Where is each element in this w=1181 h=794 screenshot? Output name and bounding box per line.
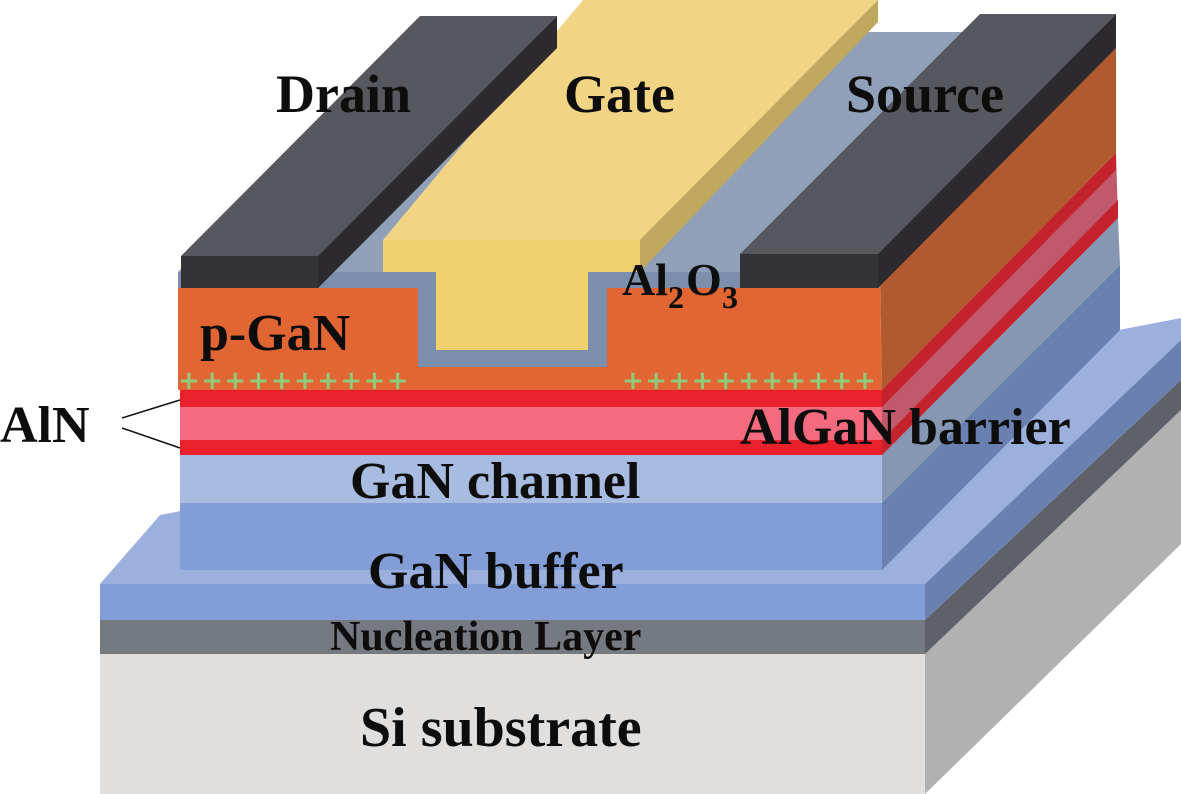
label-al2o3: Al 2 O 3: [622, 254, 738, 315]
substrate-side: [925, 410, 1181, 794]
positive-charge-marker: +: [692, 366, 714, 396]
gate-front: [383, 240, 640, 350]
drain-side: [318, 16, 557, 288]
channel-side: [882, 218, 1120, 503]
positive-charge-marker: +: [668, 366, 690, 396]
substrate-front: [100, 654, 925, 794]
positive-charge-marker: +: [854, 366, 876, 396]
positive-charge-marker: +: [224, 366, 246, 396]
label-al2o3-al: Al: [622, 254, 668, 305]
label-gate: Gate: [564, 64, 675, 124]
label-drain: Drain: [276, 64, 411, 124]
algan-front: [180, 407, 882, 440]
nucleation-side: [925, 380, 1181, 654]
buffer-mesa-side: [882, 265, 1120, 570]
source-side: [878, 14, 1116, 288]
label-si-substrate: Si substrate: [360, 697, 642, 759]
label-nucleation-layer: Nucleation Layer: [330, 614, 641, 660]
positive-charge-marker: +: [808, 366, 830, 396]
label-gan-buffer: GaN buffer: [368, 543, 624, 600]
charge-markers-right: +++++++++++: [622, 366, 876, 396]
positive-charge-marker: +: [271, 366, 293, 396]
channel-front: [180, 455, 882, 503]
aln-upper-side: [882, 153, 1116, 407]
positive-charge-marker: +: [317, 366, 339, 396]
positive-charge-marker: +: [178, 366, 200, 396]
pgan-side: [880, 48, 1116, 390]
label-al2o3-sub2: 2: [668, 279, 684, 315]
aln-lower-side: [882, 200, 1118, 455]
pgan-front: [178, 288, 882, 390]
label-source: Source: [846, 64, 1004, 124]
positive-charge-marker: +: [715, 366, 737, 396]
charge-markers-left: ++++++++++: [178, 366, 409, 396]
positive-charge-marker: +: [622, 366, 644, 396]
source-front: [740, 254, 878, 288]
drain-front: [181, 256, 318, 288]
label-aln: AlN: [0, 397, 90, 454]
aln-upper-front: [180, 390, 882, 407]
label-al2o3-sub3: 3: [722, 279, 738, 315]
gate-top: [383, 0, 878, 240]
positive-charge-marker: +: [738, 366, 760, 396]
positive-charge-marker: +: [294, 366, 316, 396]
label-gan-channel: GaN channel: [350, 453, 640, 510]
positive-charge-marker: +: [784, 366, 806, 396]
stack-side: [882, 153, 1118, 455]
nucleation-front: [100, 620, 925, 654]
positive-charge-marker: +: [387, 366, 409, 396]
gate-side: [640, 0, 878, 272]
positive-charge-marker: +: [340, 366, 362, 396]
positive-charge-marker: +: [645, 366, 667, 396]
positive-charge-marker: +: [761, 366, 783, 396]
drain-top: [181, 16, 557, 256]
aln-leader-upper: [121, 399, 181, 419]
aln-leader-lower: [121, 427, 181, 449]
positive-charge-marker: +: [201, 366, 223, 396]
positive-charge-marker: +: [364, 366, 386, 396]
buffer-plate-front: [100, 584, 925, 620]
source-top: [740, 14, 1116, 254]
positive-charge-marker: +: [248, 366, 270, 396]
buffer-plate-side: [925, 340, 1181, 620]
positive-charge-marker: +: [831, 366, 853, 396]
label-al2o3-o: O: [686, 254, 722, 305]
aln-lower-front: [180, 440, 882, 455]
label-p-gan: p-GaN: [200, 305, 350, 362]
buffer-mesa-front: [180, 503, 882, 570]
label-algan-barrier: AlGaN barrier: [740, 399, 1071, 456]
